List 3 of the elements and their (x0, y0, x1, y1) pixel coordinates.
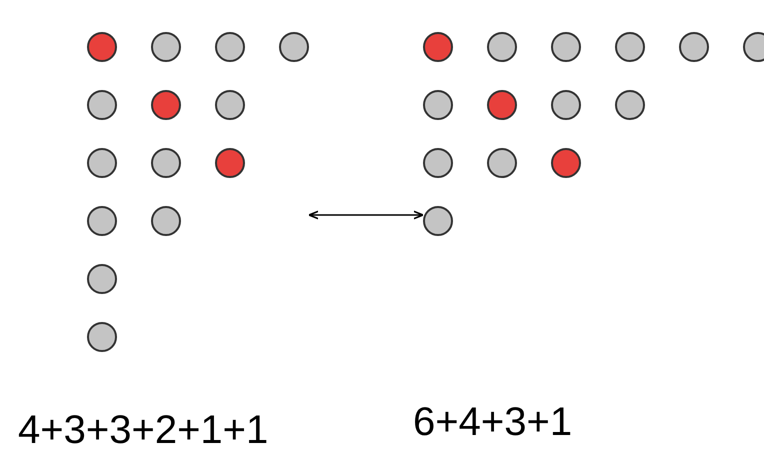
partition-label: 6+4+3+1 (413, 400, 572, 445)
double-arrow (308, 210, 424, 220)
partition-label: 4+3+3+2+1+1 (18, 408, 268, 453)
